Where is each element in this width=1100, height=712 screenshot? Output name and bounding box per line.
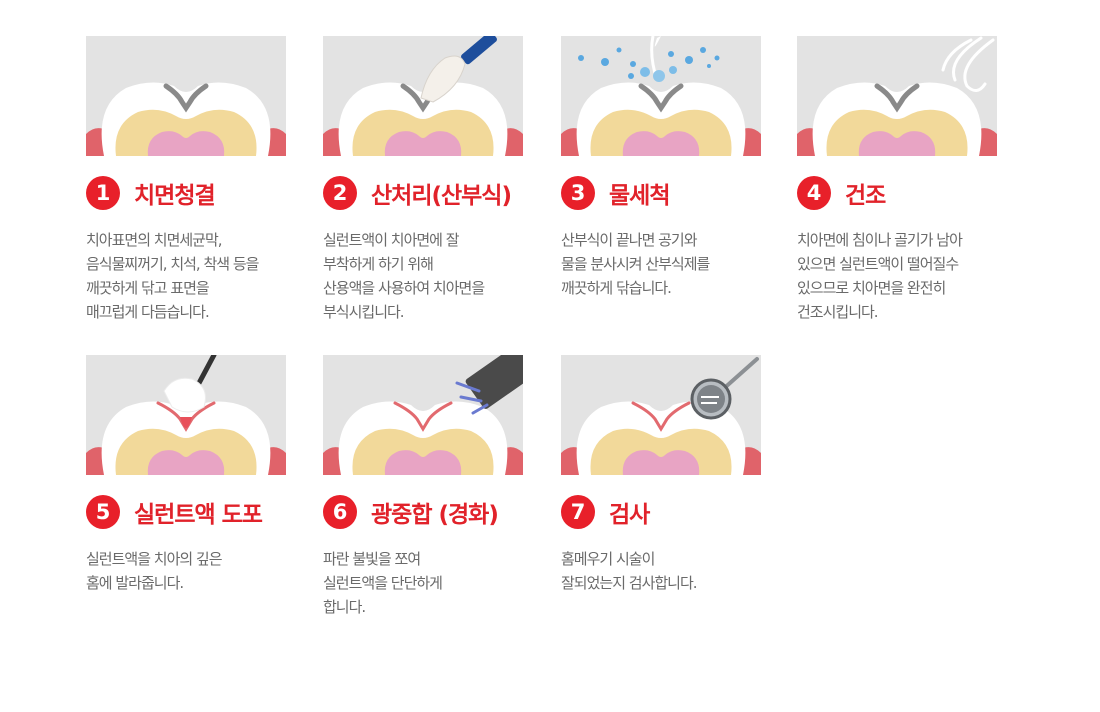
step-5-illustration [86, 355, 286, 475]
step-7: 7 검사 홈메우기 시술이 잘되었는지 검사합니다. [561, 355, 776, 595]
brush-applicator-icon [420, 36, 497, 103]
tooth-icon [86, 355, 286, 475]
tooth-icon [323, 36, 523, 156]
step-title: 검사 [609, 502, 650, 528]
sealant-applicator-icon [163, 355, 217, 413]
step-description: 치아표면의 치면세균막, 음식물찌꺼기, 치석, 착색 등을 깨끗하게 닦고 표… [86, 231, 259, 321]
step-title: 물세척 [609, 183, 670, 209]
step-description: 실런트액을 치아의 깊은 홈에 발라줍니다. [86, 550, 223, 592]
step-number-badge: 7 [561, 495, 595, 529]
step-7-illustration [561, 355, 761, 475]
step-description: 실런트액이 치아면에 잘 부착하게 하기 위해 산용액을 사용하여 치아면을 부… [323, 231, 485, 321]
step-description: 치아면에 침이나 골기가 남아 있으면 실런트액이 떨어질수 있으므로 치아면을… [797, 231, 963, 321]
step-description: 산부식이 끝나면 공기와 물을 분사시켜 산부식제를 깨끗하게 닦습니다. [561, 231, 710, 297]
dental-mirror-icon [690, 357, 759, 420]
step-number-badge: 3 [561, 176, 595, 210]
tooth-icon [323, 355, 523, 475]
air-blow-icon [941, 36, 995, 92]
curing-light-icon [455, 355, 523, 415]
step-number-badge: 2 [323, 176, 357, 210]
tooth-icon [561, 357, 761, 475]
step-number-badge: 1 [86, 176, 120, 210]
tooth-icon [86, 82, 286, 156]
step-title: 실런트액 도포 [134, 502, 263, 528]
step-2: 2 산처리(산부식) 실런트액이 치아면에 잘 부착하게 하기 위해 산용액을 … [323, 36, 538, 324]
step-4-illustration [797, 36, 997, 156]
step-1: 1 치면청결 치아표면의 치면세균막, 음식물찌꺼기, 치석, 착색 등을 깨끗… [86, 36, 301, 324]
step-number-badge: 6 [323, 495, 357, 529]
step-title: 광중합 (경화) [371, 502, 499, 528]
step-6-illustration [323, 355, 523, 475]
step-description: 홈메우기 시술이 잘되었는지 검사합니다. [561, 550, 698, 592]
step-6: 6 광중합 (경화) 파란 불빛을 쪼여 실런트액을 단단하게 합니다. [323, 355, 538, 619]
water-spray-icon [578, 36, 720, 82]
step-title: 건조 [845, 183, 886, 209]
step-number-badge: 5 [86, 495, 120, 529]
step-description: 파란 불빛을 쪼여 실런트액을 단단하게 합니다. [323, 550, 443, 616]
step-title: 치면청결 [134, 183, 216, 209]
tooth-icon [561, 36, 761, 156]
step-3-illustration [561, 36, 761, 156]
step-1-illustration [86, 36, 286, 156]
step-5: 5 실런트액 도포 실런트액을 치아의 깊은 홈에 발라줍니다. [86, 355, 301, 595]
step-title: 산처리(산부식) [371, 183, 512, 209]
step-2-illustration [323, 36, 523, 156]
step-3: 3 물세척 산부식이 끝나면 공기와 물을 분사시켜 산부식제를 깨끗하게 닦습… [561, 36, 776, 300]
step-4: 4 건조 치아면에 침이나 골기가 남아 있으면 실런트액이 떨어질수 있으므로… [797, 36, 1012, 324]
tooth-icon [797, 36, 997, 156]
step-number-badge: 4 [797, 176, 831, 210]
